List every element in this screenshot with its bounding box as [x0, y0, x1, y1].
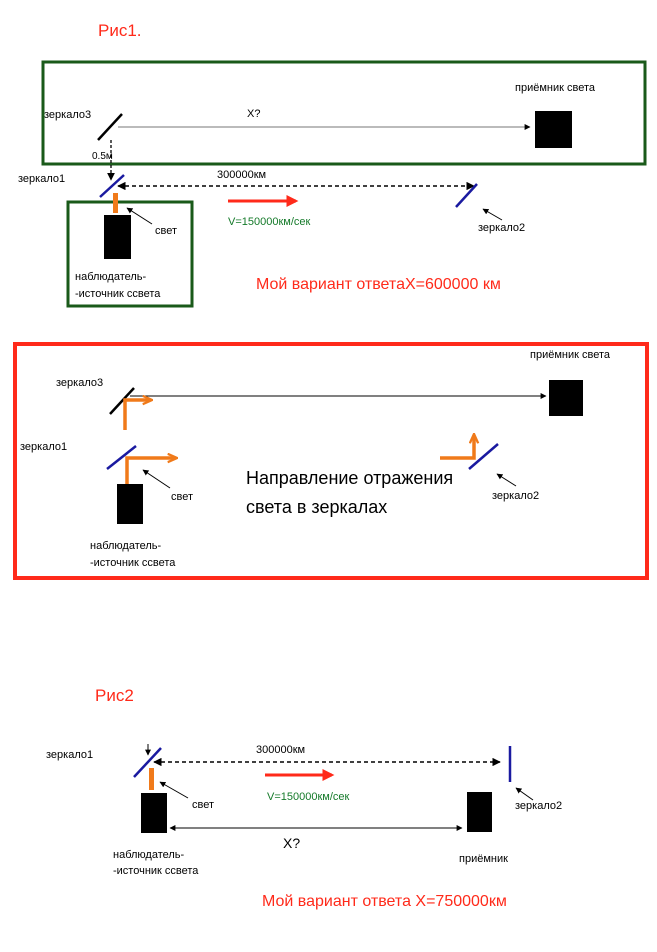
- fig1-top-frame: [41, 60, 647, 166]
- reflection-mirror1-label: зеркало1: [20, 441, 67, 453]
- fig2-title: Рис2: [95, 686, 134, 705]
- fig2-answer: Мой вариант ответа X=750000км: [262, 893, 507, 910]
- fig2-observer-line1: наблюдатель-: [113, 849, 185, 861]
- reflection-observer: [117, 484, 143, 524]
- fig1-receiver-label: приёмник света: [515, 82, 596, 94]
- fig2-speed-label: V=150000км/сек: [267, 791, 350, 803]
- fig1-distance-label: 300000км: [217, 169, 266, 181]
- reflection-receiver-label: приёмник света: [530, 349, 611, 361]
- fig2-observer: [141, 793, 167, 833]
- reflection-mirror3-light: [123, 400, 150, 430]
- fig1-receiver: [535, 111, 572, 148]
- fig2-mirror2-pointer: [515, 787, 534, 801]
- fig2-x-label: X?: [283, 835, 300, 851]
- reflection-light-label: свет: [171, 491, 193, 503]
- fig1-observer-line2: -источник ссвета: [75, 288, 161, 300]
- reflection-frame: [13, 342, 649, 580]
- reflection-mirror2: [468, 443, 499, 470]
- fig1-mirror3: [97, 113, 123, 141]
- fig2-receiver-label: приёмник: [459, 853, 508, 865]
- fig1-observer: [104, 215, 131, 259]
- fig1-light-pointer: [126, 207, 153, 225]
- reflection-mirror3: [109, 387, 135, 415]
- fig2-light-beam: [149, 768, 154, 790]
- fig1-observer-line1: наблюдатель-: [75, 271, 147, 283]
- fig1-speed-label: V=150000км/сек: [228, 216, 311, 228]
- reflection-mirror1: [106, 445, 137, 470]
- reflection-mirror1-light: [125, 458, 175, 488]
- reflection-caption-line1: Направление отражения: [246, 468, 453, 488]
- fig2-observer-line2: -источник ссвета: [113, 865, 199, 877]
- fig2-mirror2-label: зеркало2: [515, 800, 562, 812]
- reflection-observer-line2: -источник ссвета: [90, 557, 176, 569]
- fig1-title: Рис1.: [98, 21, 142, 40]
- fig1-mirror1-label: зеркало1: [18, 173, 65, 185]
- fig1-observer-frame: [66, 200, 194, 308]
- fig2-distance-label: 300000км: [256, 744, 305, 756]
- fig1-mirror2-pointer: [482, 208, 503, 221]
- fig2-mirror1: [133, 747, 162, 778]
- fig1-mirror3-label: зеркало3: [44, 109, 91, 121]
- fig1: Рис1. приёмник света зеркало3 X? 0.5м зе…: [18, 21, 647, 308]
- fig2-light-pointer: [159, 781, 189, 799]
- fig1-mirror2-label: зеркало2: [478, 222, 525, 234]
- fig1-light-label: свет: [155, 225, 177, 237]
- reflection-observer-line1: наблюдатель-: [90, 540, 162, 552]
- fig1-mirror1: [99, 174, 125, 198]
- reflection-mirror2-pointer: [496, 473, 517, 487]
- fig2-mirror1-label: зеркало1: [46, 749, 93, 761]
- fig2: Рис2 зеркало1 300000км зеркало2 свет V=1…: [46, 686, 562, 910]
- reflection-mirror3-label: зеркало3: [56, 377, 103, 389]
- reflection-receiver: [549, 380, 583, 416]
- fig1-gap-label: 0.5м: [92, 151, 113, 162]
- reflection-mirror2-light: [440, 436, 474, 460]
- reflection-caption-line2: света в зеркалах: [246, 497, 387, 517]
- fig2-light-label: свет: [192, 799, 214, 811]
- fig2-receiver: [467, 792, 492, 832]
- fig1-x-label: X?: [247, 108, 260, 120]
- reflection-panel: приёмник света зеркало3 зеркало1 свет на…: [13, 342, 649, 580]
- fig1-light-beam: [113, 193, 118, 213]
- fig1-mirror2: [455, 183, 478, 208]
- reflection-light-pointer: [142, 469, 171, 489]
- fig1-answer: Мой вариант ответаX=600000 км: [256, 276, 501, 293]
- reflection-mirror2-label: зеркало2: [492, 490, 539, 502]
